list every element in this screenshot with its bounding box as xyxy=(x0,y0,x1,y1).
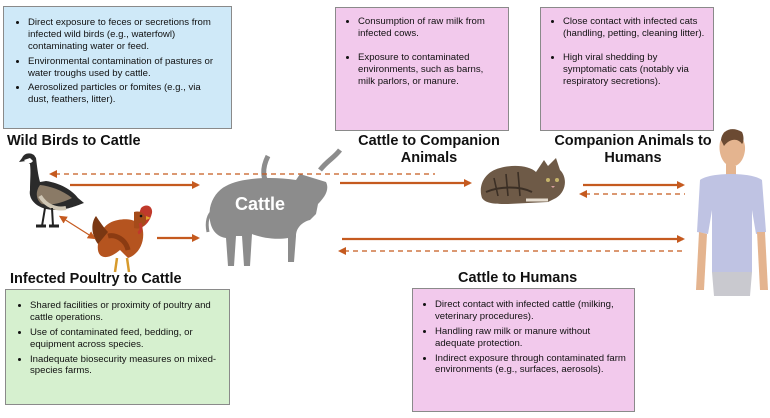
list-item: Close contact with infected cats (handli… xyxy=(563,16,707,40)
list-item: Shared facilities or proximity of poultr… xyxy=(30,300,221,324)
list-item: Inadequate biosecurity measures on mixed… xyxy=(30,354,221,378)
heading-humans: Cattle to Humans xyxy=(458,270,578,286)
transmission-arrows xyxy=(49,170,685,255)
heading-poultry: Infected Poultry to Cattle xyxy=(10,271,182,287)
list-item: Consumption of raw milk from infected co… xyxy=(358,16,502,40)
cattle-label: Cattle xyxy=(235,194,285,214)
goose-illustration xyxy=(19,153,84,228)
heading-companion: Cattle to Companion Animals xyxy=(358,133,500,166)
person-illustration xyxy=(696,129,768,296)
list-item: Direct contact with infected cattle (mil… xyxy=(435,299,628,323)
list-item: Handling raw milk or manure without adeq… xyxy=(435,326,628,350)
cat-illustration xyxy=(480,158,565,204)
wild-birds-routes-box: Direct exposure to feces or secretions f… xyxy=(3,6,232,129)
list-item: High viral shedding by symptomatic cats … xyxy=(563,52,707,88)
arrow-goose-chicken xyxy=(58,215,96,240)
poultry-routes-box: Shared facilities or proximity of poultr… xyxy=(5,289,230,405)
list-item: Environmental contamination of pastures … xyxy=(28,56,223,80)
companion-routes-box: Consumption of raw milk from infected co… xyxy=(335,7,509,131)
chicken-illustration xyxy=(92,205,153,273)
humans-routes-box: Direct contact with infected cattle (mil… xyxy=(412,288,635,412)
companion-humans-routes-box: Close contact with infected cats (handli… xyxy=(540,7,714,131)
heading-companion-humans: Companion Animals to Humans xyxy=(554,133,712,166)
cattle-silhouette xyxy=(205,148,342,266)
list-item: Use of contaminated feed, bedding, or eq… xyxy=(30,327,221,351)
list-item: Indirect exposure through contaminated f… xyxy=(435,353,628,377)
list-item: Aerosolized particles or fomites (e.g., … xyxy=(28,82,223,106)
list-item: Direct exposure to feces or secretions f… xyxy=(28,17,223,53)
list-item: Exposure to contaminated environments, s… xyxy=(358,52,502,88)
heading-wild-birds: Wild Birds to Cattle xyxy=(7,133,141,149)
